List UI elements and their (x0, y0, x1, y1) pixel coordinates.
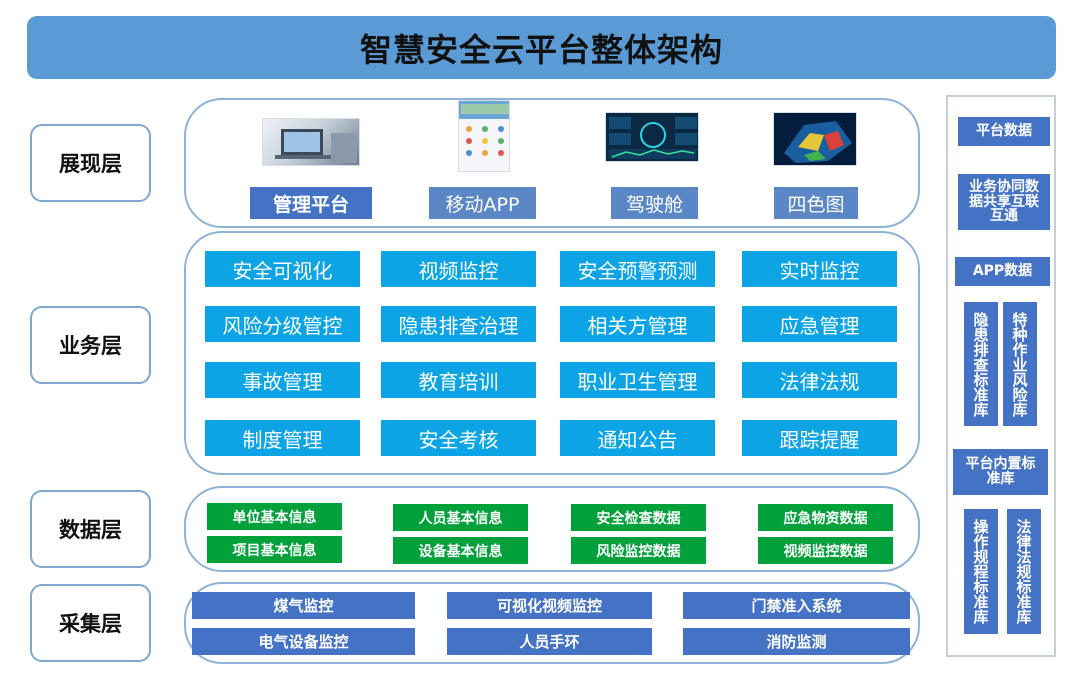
data-item: 项目基本信息 (207, 536, 342, 563)
presentation-item-management-platform: 管理平台 (250, 187, 372, 219)
management-platform-thumbnail (262, 118, 360, 166)
operation-procedure-library-box: 操作规程标准库 (964, 509, 998, 634)
layer-label-collection: 采集层 (30, 584, 151, 662)
data-item: 风险监控数据 (571, 537, 706, 564)
data-item: 单位基本信息 (207, 503, 342, 530)
business-item: 实时监控 (742, 251, 897, 287)
collection-item: 可视化视频监控 (447, 592, 652, 619)
cockpit-thumbnail (605, 112, 699, 162)
presentation-item-four-color-map: 四色图 (774, 187, 858, 219)
layer-label-presentation: 展现层 (30, 124, 151, 202)
collection-item: 门禁准入系统 (683, 592, 910, 619)
data-item: 视频监控数据 (758, 537, 893, 564)
collection-item: 煤气监控 (192, 592, 415, 619)
app-data-box: APP数据 (955, 257, 1050, 286)
business-item: 风险分级管控 (205, 306, 360, 342)
layer-label-business: 业务层 (30, 306, 151, 384)
collection-item: 人员手环 (447, 628, 652, 655)
hazard-standard-library-box: 隐患排查标准库 (964, 302, 998, 426)
four-color-map-thumbnail (773, 112, 857, 166)
data-item: 设备基本信息 (393, 537, 528, 564)
business-item: 教育培训 (381, 362, 536, 398)
phone-screen-icon (459, 101, 509, 156)
business-item: 安全可视化 (205, 251, 360, 287)
business-item: 制度管理 (205, 420, 360, 456)
business-item: 安全考核 (381, 420, 536, 456)
special-operations-risk-library-box: 特种作业风险库 (1003, 302, 1037, 426)
business-item: 事故管理 (205, 362, 360, 398)
business-sync-box: 业务协同数据共享互联互通 (958, 174, 1050, 230)
business-item: 职业卫生管理 (560, 362, 715, 398)
collection-item: 电气设备监控 (192, 628, 415, 655)
data-item: 安全检查数据 (571, 504, 706, 531)
platform-data-box: 平台数据 (958, 117, 1050, 146)
data-item: 人员基本信息 (393, 504, 528, 531)
business-item: 法律法规 (742, 362, 897, 398)
business-item: 安全预警预测 (560, 251, 715, 287)
business-item: 跟踪提醒 (742, 420, 897, 456)
business-item: 隐患排查治理 (381, 306, 536, 342)
dashboard-screen-icon (609, 117, 697, 159)
business-item: 通知公告 (560, 420, 715, 456)
business-item: 应急管理 (742, 306, 897, 342)
business-item: 相关方管理 (560, 306, 715, 342)
law-regulation-library-box: 法律法规标准库 (1007, 509, 1041, 634)
business-item: 视频监控 (381, 251, 536, 287)
collection-item: 消防监测 (683, 628, 910, 655)
builtin-standard-library-box: 平台内置标准库 (953, 449, 1048, 495)
risk-map-icon (784, 121, 852, 163)
mobile-app-thumbnail (458, 100, 510, 172)
presentation-item-mobile-app: 移动APP (429, 187, 536, 219)
layer-label-data: 数据层 (30, 490, 151, 568)
laptop-image-icon (275, 129, 357, 163)
diagram-title: 智慧安全云平台整体架构 (27, 16, 1056, 79)
presentation-item-cockpit: 驾驶舱 (611, 187, 698, 219)
data-item: 应急物资数据 (758, 504, 893, 531)
